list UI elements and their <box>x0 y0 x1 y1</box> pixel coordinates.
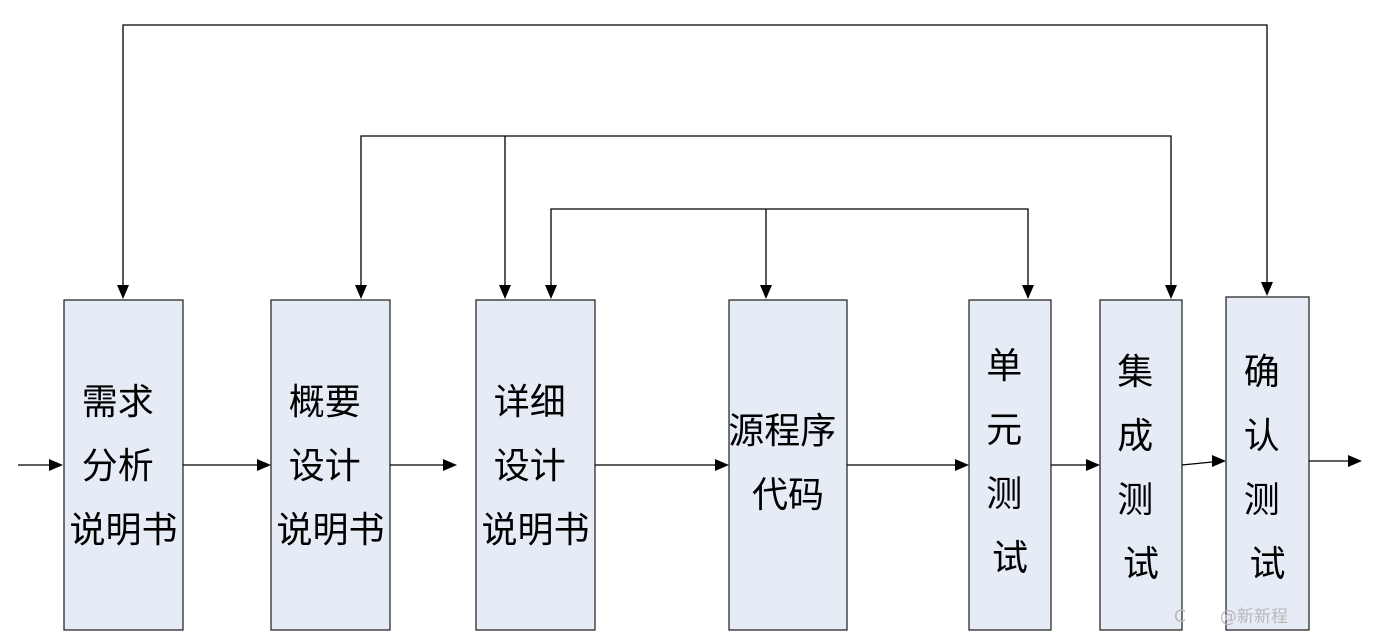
watermark-text: C @新新程 <box>1174 607 1288 627</box>
loop-line <box>550 208 1029 285</box>
edge-integ-to-accept <box>1181 461 1213 466</box>
node-label: 集 成 测 试 <box>1117 352 1164 585</box>
node-detailed-design-spec: 详细 设计 说明书 <box>475 299 596 631</box>
node-source-code: 源程序 代码 <box>728 299 848 631</box>
node-label: 确 认 测 试 <box>1244 352 1291 585</box>
arrowhead <box>443 459 457 471</box>
node-box <box>968 299 1052 631</box>
arrowhead <box>49 459 63 471</box>
node-label: 需求 分析 说明书 <box>69 382 177 551</box>
node-label: 概要 设计 说明书 <box>276 382 384 551</box>
arrowhead <box>955 459 969 471</box>
node-high-level-design-spec: 概要 设计 说明书 <box>270 299 391 631</box>
node-box <box>475 299 596 631</box>
node-label: 单 元 测 试 <box>986 346 1033 579</box>
arrowhead <box>257 459 271 471</box>
arrowhead <box>355 285 367 299</box>
arrowhead <box>545 285 557 299</box>
loop-design-integration <box>355 135 1177 299</box>
node-box <box>1225 296 1310 631</box>
arrowhead <box>1348 455 1362 467</box>
arrowhead <box>715 459 729 471</box>
node-unit-test: 单 元 测 试 <box>968 299 1052 631</box>
arrowhead <box>1165 285 1177 299</box>
arrowhead <box>499 285 511 299</box>
node-label: 详细 设计 说明书 <box>481 382 589 551</box>
arrowhead <box>1022 285 1034 299</box>
node-integration-test: 集 成 测 试 <box>1099 299 1183 631</box>
loop-requirements-acceptance <box>117 24 1273 299</box>
arrowhead <box>1212 455 1226 467</box>
node-box <box>728 299 848 631</box>
node-acceptance-test: 确 认 测 试 <box>1225 296 1310 631</box>
arrowhead <box>1086 459 1100 471</box>
loop-line <box>122 24 1268 285</box>
arrowhead <box>760 285 772 299</box>
node-box <box>63 299 184 631</box>
arrowhead <box>1261 282 1273 296</box>
loop-line <box>360 135 1172 285</box>
node-label: 源程序 代码 <box>728 411 847 516</box>
arrowhead <box>117 285 129 299</box>
node-box <box>270 299 391 631</box>
node-requirements-spec: 需求 分析 说明书 <box>63 299 184 631</box>
loop-detail-unit <box>545 208 1034 299</box>
flow-edges <box>18 455 1362 471</box>
